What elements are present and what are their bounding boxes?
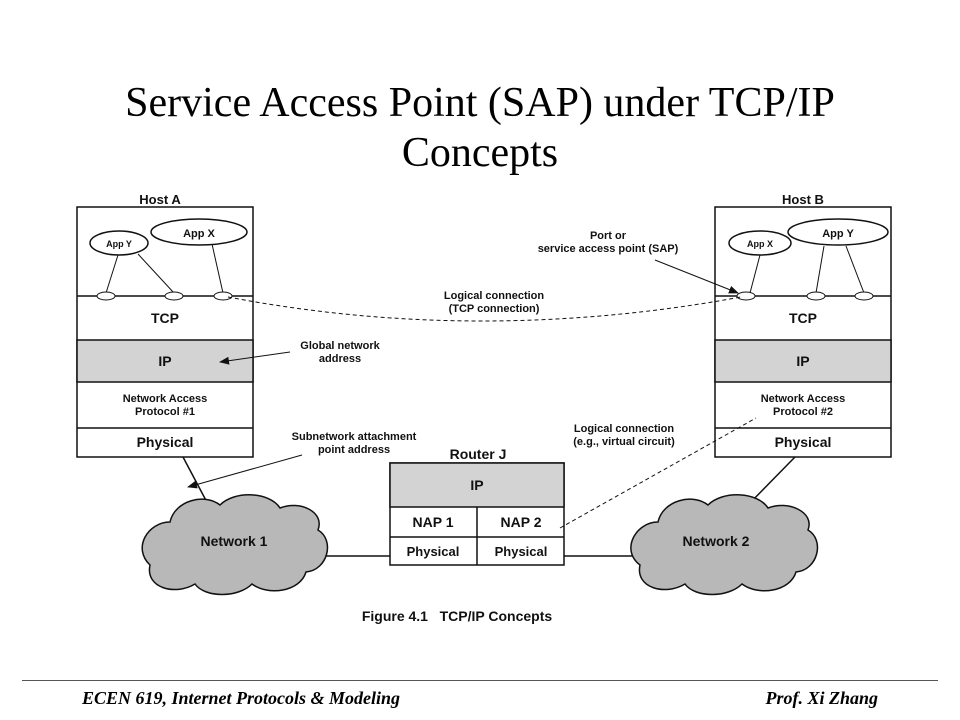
logical-tcp-connection-curve [227, 296, 742, 322]
footer-author: Prof. Xi Zhang [765, 688, 878, 708]
host-a-app-link [105, 254, 119, 294]
subnet-address-annotation-line-2: point address [318, 444, 390, 456]
host-b-tcp-label: TCP [789, 310, 817, 326]
host-b-ip-label: IP [796, 353, 809, 369]
host-b-port [854, 291, 874, 301]
router-j-physical2-label: Physical [495, 544, 548, 559]
host-a-app-x [150, 218, 248, 246]
host-b-port [806, 291, 826, 301]
host-b-app-y [787, 218, 889, 246]
global-address-annotation-line-2: address [319, 353, 361, 365]
host-b-label: Host B [782, 192, 824, 207]
logical-vc-annotation-line-2: (e.g., virtual circuit) [573, 436, 675, 448]
host-b-physical-label: Physical [775, 434, 832, 450]
host-a-app-y [89, 230, 149, 256]
host-a-physical-label: Physical [137, 434, 194, 450]
host-b-app-y-label: App Y [822, 228, 854, 240]
host-b-port [736, 291, 756, 301]
host-a-app-link [211, 243, 224, 294]
router-j-label: Router J [450, 446, 507, 462]
router-j-physical1-label: Physical [407, 544, 460, 559]
logical-tcp-annotation-line-1: Logical connection [444, 290, 545, 302]
host-a-port [164, 291, 184, 301]
host-b-app-link [845, 245, 865, 294]
host-b-app-x [728, 230, 792, 256]
logical-vc-dashed-line [559, 417, 757, 529]
host-a-nap-label-2: Protocol #1 [135, 406, 195, 418]
host-b-app-x-label: App X [747, 239, 773, 249]
host-a-app-y-label: App Y [106, 239, 132, 249]
host-b-nap-label-1: Network Access [761, 393, 846, 405]
title-line-2: Concepts [401, 130, 559, 176]
host-a-port [213, 291, 233, 301]
network-1-cloud [141, 494, 329, 596]
host-a-app-x-label: App X [183, 228, 215, 240]
router-j-nap2-label: NAP 2 [501, 514, 542, 530]
host-b-nap-label-2: Protocol #2 [773, 406, 833, 418]
network-1-label: Network 1 [201, 533, 268, 549]
host-a-tcp-label: TCP [151, 310, 179, 326]
host-b-app-link [815, 245, 825, 294]
host-a-nap-label-1: Network Access [123, 393, 208, 405]
footer-course: ECEN 619, Internet Protocols & Modeling [82, 688, 401, 708]
sap-annotation-line-1: Port or [590, 230, 627, 242]
router-j-ip-label: IP [470, 477, 483, 493]
figure-caption: Figure 4.1 TCP/IP Concepts [362, 608, 553, 624]
subnet-address-arrow [187, 454, 303, 489]
network-2-label: Network 2 [683, 533, 750, 549]
subnet-address-annotation-line-1: Subnetwork attachment [292, 431, 417, 443]
title-line-1: Service Access Point (SAP) under TCP/IP [125, 80, 835, 126]
sap-arrow [654, 259, 739, 294]
host-a-ip-label: IP [158, 353, 171, 369]
host-b-ip-layer [714, 339, 892, 383]
sap-annotation-line-2: service access point (SAP) [538, 243, 679, 255]
host-a-app-link [137, 253, 175, 294]
router-j-nap1-label: NAP 1 [413, 514, 454, 530]
slide-title: Service Access Point (SAP) under TCP/IP … [60, 78, 900, 178]
global-address-arrow [219, 351, 291, 365]
host-a-label: Host A [139, 192, 181, 207]
footer-divider [22, 680, 938, 681]
global-address-annotation-line-1: Global network [300, 340, 380, 352]
host-a-port [96, 291, 116, 301]
network-2-cloud [630, 494, 819, 596]
logical-tcp-annotation-line-2: (TCP connection) [449, 303, 540, 315]
host-b-app-link [749, 254, 761, 294]
logical-vc-annotation-line-1: Logical connection [574, 423, 675, 435]
